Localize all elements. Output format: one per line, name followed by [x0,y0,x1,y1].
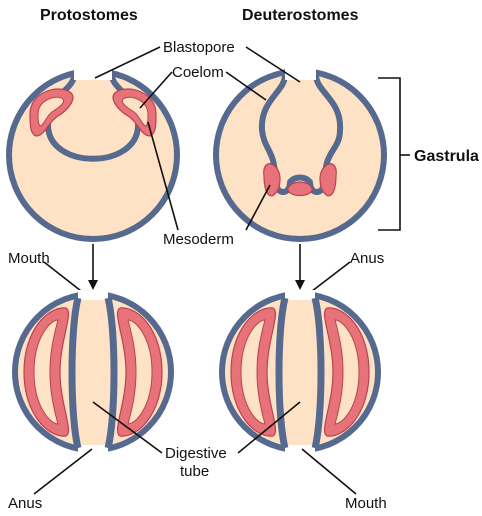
protostome-coelom-right [116,307,163,437]
digestive-tube-label-line2: tube [180,463,209,480]
blastopore-label: Blastopore [163,39,235,56]
protostome-gastrula [6,66,180,242]
blastopore-leader-right [245,46,301,83]
digestive-tube-leader-left [92,401,163,454]
deuterostomes-header: Deuterostomes [242,7,359,24]
mesoderm-label: Mesoderm [163,231,234,248]
deuterostome-embryo [219,290,381,455]
mouth-label-deuterostome: Mouth [345,495,387,512]
deuterostome-archenteron [258,74,344,195]
deuterostome-gut-right-wall [311,297,325,449]
coelom-leader-left [139,71,173,109]
mesoderm-leader-left [147,121,179,231]
coelom-label: Coelom [172,64,224,81]
protostome-gut-right-wall [104,297,118,449]
deuterostome-coelom-left [230,307,277,437]
mouth-leader-deuterostome [301,448,357,495]
protostome-embryo [12,290,174,455]
gastrula-label: Gastrula [414,148,479,165]
protostomes-header: Protostomes [40,7,138,24]
protostome-mesoderm-left [29,88,74,137]
mouth-label-protostome: Mouth [8,250,50,267]
anus-label-deuterostome: Anus [350,250,384,267]
gastrula-bracket [378,77,410,231]
deuterostome-gut-left-wall [275,297,289,449]
deuterostome-blastopore-opening [285,66,316,80]
anus-label-protostome: Anus [8,495,42,512]
protostome-blastopore-opening [74,66,112,80]
digestive-tube-label-line1: Digestive [165,445,227,462]
protostome-gut-left-wall [68,297,82,449]
mesoderm-leader-right [245,184,271,231]
coelom-leader-right [225,71,267,101]
protostome-coelom-left [23,307,70,437]
deuterostome-gastrula [213,66,387,242]
blastopore-leader-left [94,46,161,79]
digestive-tube-leader-right [237,401,301,454]
deuterostome-coelom-right [323,307,370,437]
protostome-mesoderm-right [112,88,157,137]
anus-leader-protostome [33,448,93,495]
